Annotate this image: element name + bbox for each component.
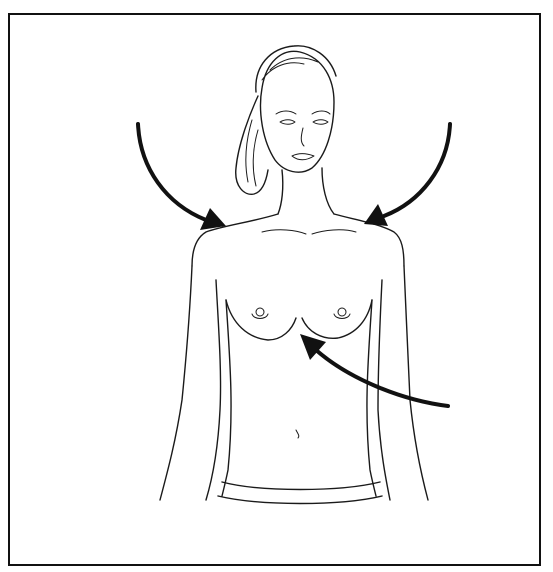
neck [278,168,334,214]
right-shoulder-arrow [364,124,450,226]
head [236,46,336,194]
left-shoulder-arrow [138,124,226,230]
torso [160,214,428,504]
chest-arrow [300,334,448,406]
